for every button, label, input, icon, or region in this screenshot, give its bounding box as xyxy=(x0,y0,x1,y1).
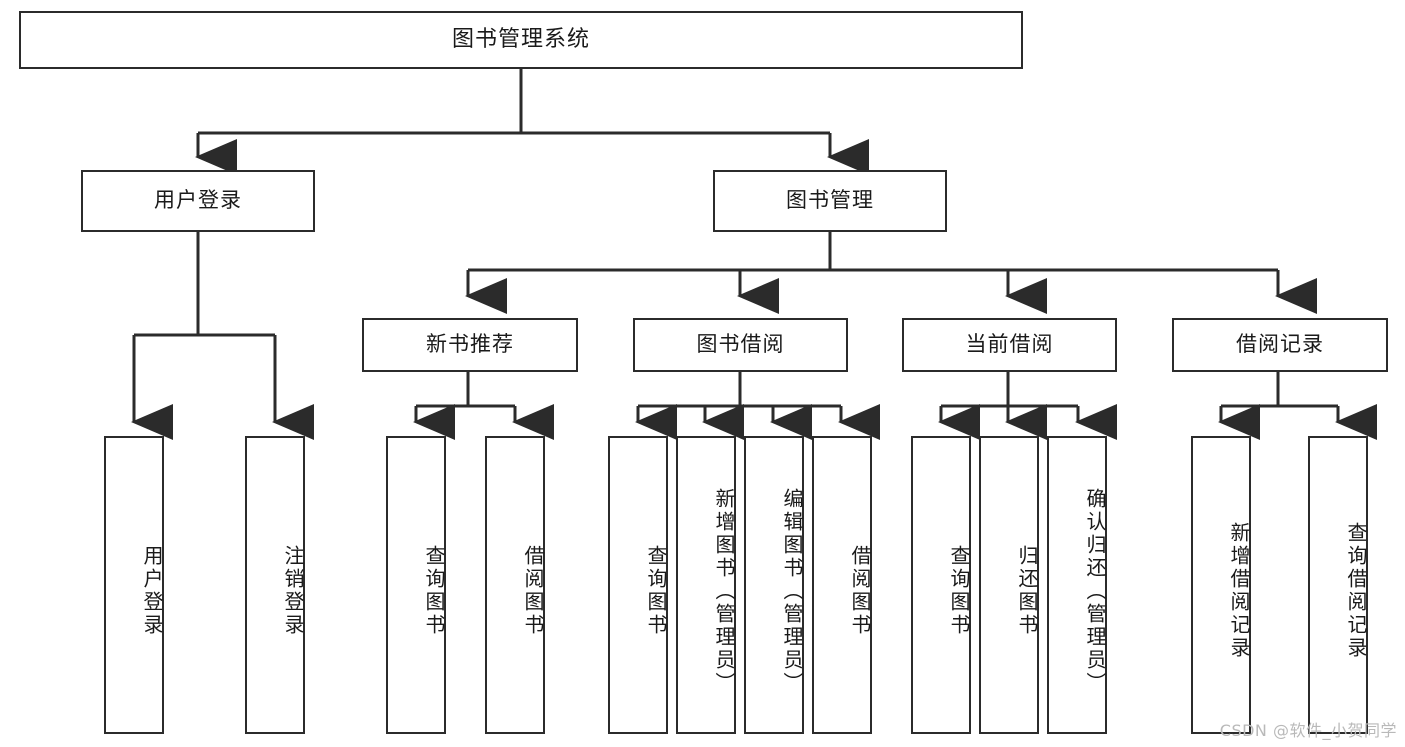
leaf-book-borrow-borrow[interactable]: 借阅图书 xyxy=(812,436,872,734)
node-user-login[interactable]: 用户登录 xyxy=(81,170,315,232)
leaf-new-book-query[interactable]: 查询图书 xyxy=(386,436,446,734)
watermark-text: CSDN @软件_小贺同学 xyxy=(1219,721,1397,740)
leaf-book-borrow-add-admin[interactable]: 新增图书（管理员） xyxy=(676,436,736,734)
node-book-management[interactable]: 图书管理 xyxy=(713,170,947,232)
leaf-borrow-records-query[interactable]: 查询借阅记录 xyxy=(1308,436,1368,734)
node-root-system[interactable]: 图书管理系统 xyxy=(19,11,1023,69)
node-book-borrow[interactable]: 图书借阅 xyxy=(633,318,848,372)
leaf-book-borrow-edit-admin[interactable]: 编辑图书（管理员） xyxy=(744,436,804,734)
leaf-book-borrow-query[interactable]: 查询图书 xyxy=(608,436,668,734)
node-new-book-recommend[interactable]: 新书推荐 xyxy=(362,318,578,372)
leaf-new-book-borrow[interactable]: 借阅图书 xyxy=(485,436,545,734)
leaf-user-login-logout[interactable]: 注销登录 xyxy=(245,436,305,734)
leaf-user-login-login[interactable]: 用户登录 xyxy=(104,436,164,734)
leaf-current-borrow-query[interactable]: 查询图书 xyxy=(911,436,971,734)
leaf-current-borrow-return[interactable]: 归还图书 xyxy=(979,436,1039,734)
leaf-borrow-records-add[interactable]: 新增借阅记录 xyxy=(1191,436,1251,734)
node-current-borrow[interactable]: 当前借阅 xyxy=(902,318,1117,372)
node-borrow-records[interactable]: 借阅记录 xyxy=(1172,318,1388,372)
leaf-current-borrow-confirm-admin[interactable]: 确认归还（管理员） xyxy=(1047,436,1107,734)
